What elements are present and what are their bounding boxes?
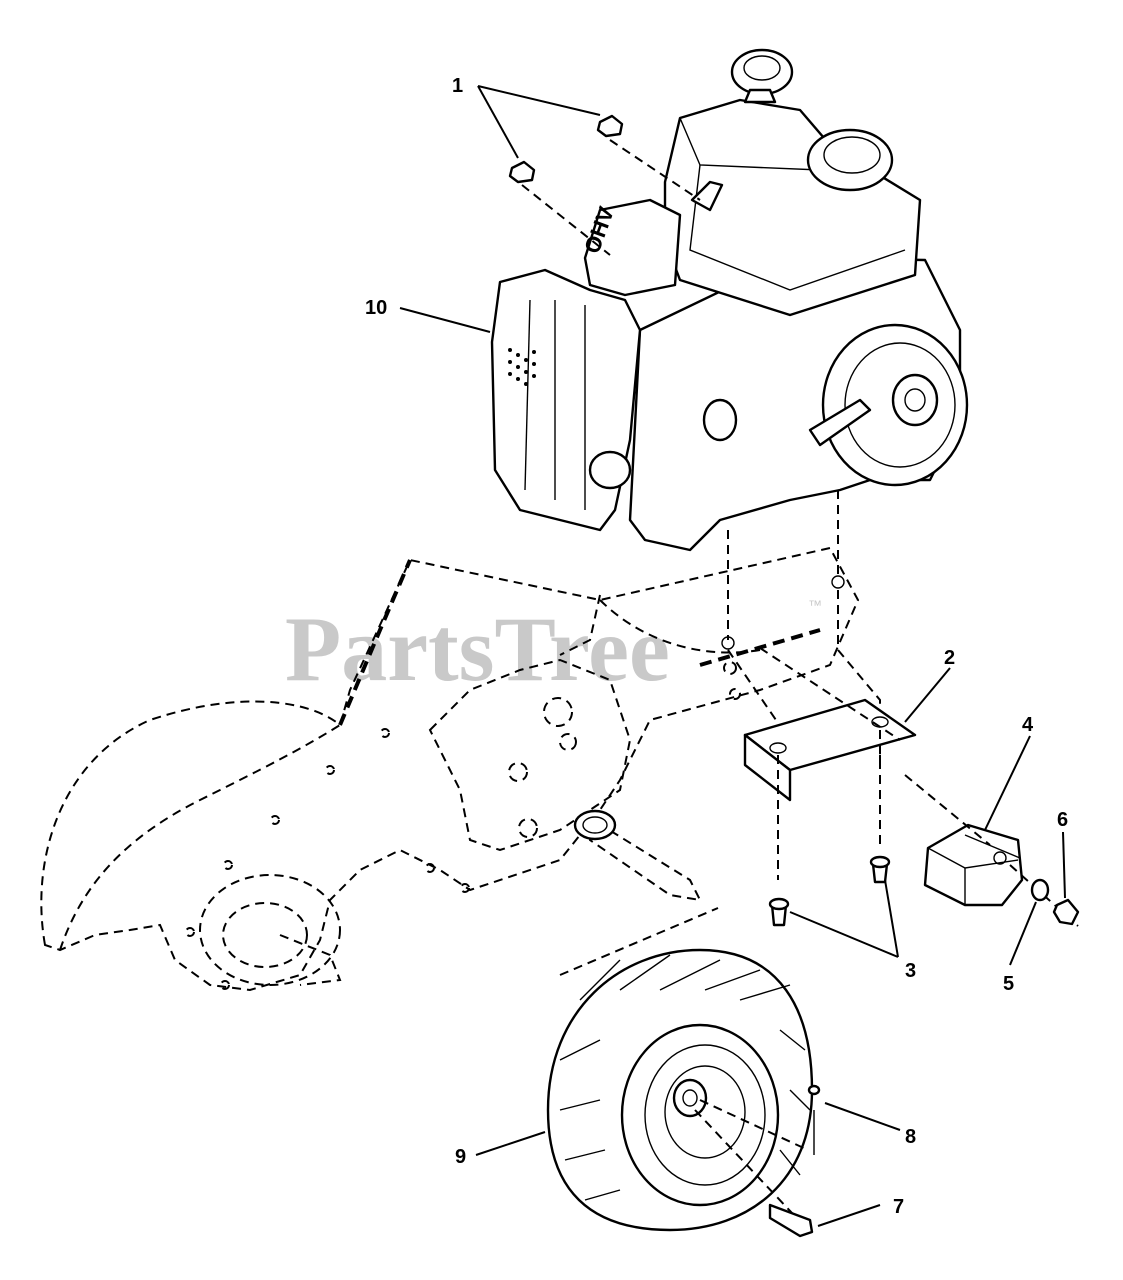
wheel-weight — [904, 774, 1079, 927]
small-nuts — [508, 114, 701, 256]
wheel-tire — [546, 948, 814, 1232]
pins — [768, 1084, 821, 1238]
callouts: 1 2 3 4 5 6 7 8 9 10 — [365, 75, 1068, 1218]
bolts — [768, 855, 891, 927]
callout-2: 2 — [944, 647, 955, 669]
washer-and-nut — [1030, 878, 1080, 926]
watermark-trademark: ™ — [808, 597, 822, 613]
watermark: PartsTree ™ — [285, 597, 822, 700]
tiller-frame-phantom — [40, 546, 860, 992]
muffler-vent-holes — [508, 348, 536, 386]
callout-1: 1 — [452, 75, 463, 97]
callout-7: 7 — [893, 1196, 904, 1218]
engine-bracket — [743, 647, 917, 880]
callout-9: 9 — [455, 1146, 466, 1168]
engine: OHV — [490, 48, 969, 552]
leader-lines — [399, 85, 1066, 1227]
callout-3: 3 — [905, 960, 916, 982]
axle-shaft — [559, 809, 719, 976]
callout-6: 6 — [1057, 809, 1068, 831]
callout-4: 4 — [1022, 714, 1034, 736]
watermark-text: PartsTree — [285, 598, 670, 700]
callout-8: 8 — [905, 1126, 916, 1148]
callout-5: 5 — [1003, 973, 1014, 995]
callout-10: 10 — [365, 297, 387, 319]
